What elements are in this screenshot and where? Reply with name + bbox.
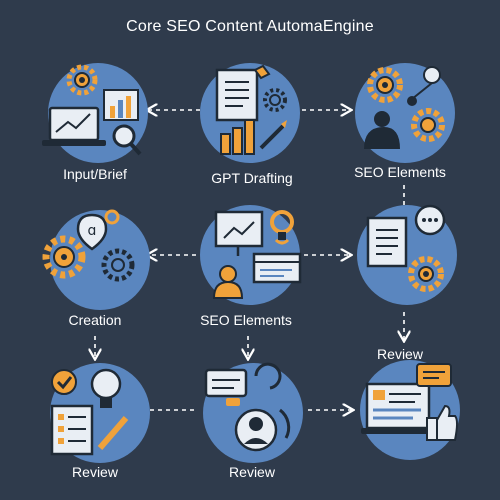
browser-window-icon: [252, 252, 302, 284]
person-icon: [234, 408, 278, 452]
checklist-icon: [50, 404, 94, 456]
network-icon: [407, 66, 441, 106]
node-review-bottom-center: [198, 358, 308, 468]
svg-text:ɑ: ɑ: [88, 223, 97, 239]
laptop-chart-icon: [42, 106, 106, 146]
magnifier-icon: [112, 124, 142, 156]
location-pin-icon: ɑ: [76, 209, 120, 251]
node-label: GPT Drafting: [211, 170, 293, 186]
node-label: Review: [377, 346, 423, 362]
gear-icon: [42, 235, 86, 279]
pencil-icon: [253, 64, 271, 80]
person-icon: [212, 265, 244, 299]
node-seo-elements-center: [198, 200, 308, 310]
gear-icon: [66, 64, 98, 96]
diagram-title: Core SEO Content AutomaEngine: [126, 18, 374, 35]
pencil-icon: [97, 416, 129, 450]
bar-chart-icon: [103, 89, 139, 121]
document-icon: [366, 216, 408, 268]
chat-bubble-icon: [414, 204, 446, 236]
node-label: Review: [72, 464, 118, 480]
presentation-board-icon: [214, 210, 264, 256]
chat-bubble-icon: [416, 363, 452, 387]
lightbulb-icon: [90, 368, 122, 408]
node-review-right: [352, 200, 462, 310]
gear-icon: [367, 67, 403, 103]
bar-chart-icon: [220, 119, 287, 155]
refresh-icon: [279, 408, 291, 439]
team-icon: [364, 111, 400, 149]
refresh-icon: [254, 362, 282, 390]
node-feedback: [355, 350, 465, 460]
lightbulb-icon: [270, 210, 294, 245]
node-gpt-drafting: [195, 58, 305, 168]
node-input-brief: [40, 58, 150, 168]
monitor-icon: [361, 382, 435, 434]
node-label: Input/Brief: [63, 166, 127, 182]
node-creation: ɑ: [40, 205, 150, 315]
node-seo-elements-top: [350, 55, 460, 165]
gear-icon: [411, 108, 445, 142]
node-label: SEO Elements: [354, 164, 446, 180]
thumbs-up-icon: [426, 404, 458, 441]
node-label: Review: [229, 464, 275, 480]
node-label: SEO Elements: [200, 312, 292, 328]
node-label: Creation: [68, 312, 122, 328]
checkmark-icon: [51, 369, 77, 395]
node-review-bottom-left: [40, 358, 150, 468]
document-icon: [215, 68, 259, 122]
chat-bubble-icon: [204, 368, 248, 406]
gear-icon: [101, 248, 135, 282]
gear-icon: [408, 256, 444, 292]
gear-icon: [263, 88, 287, 112]
